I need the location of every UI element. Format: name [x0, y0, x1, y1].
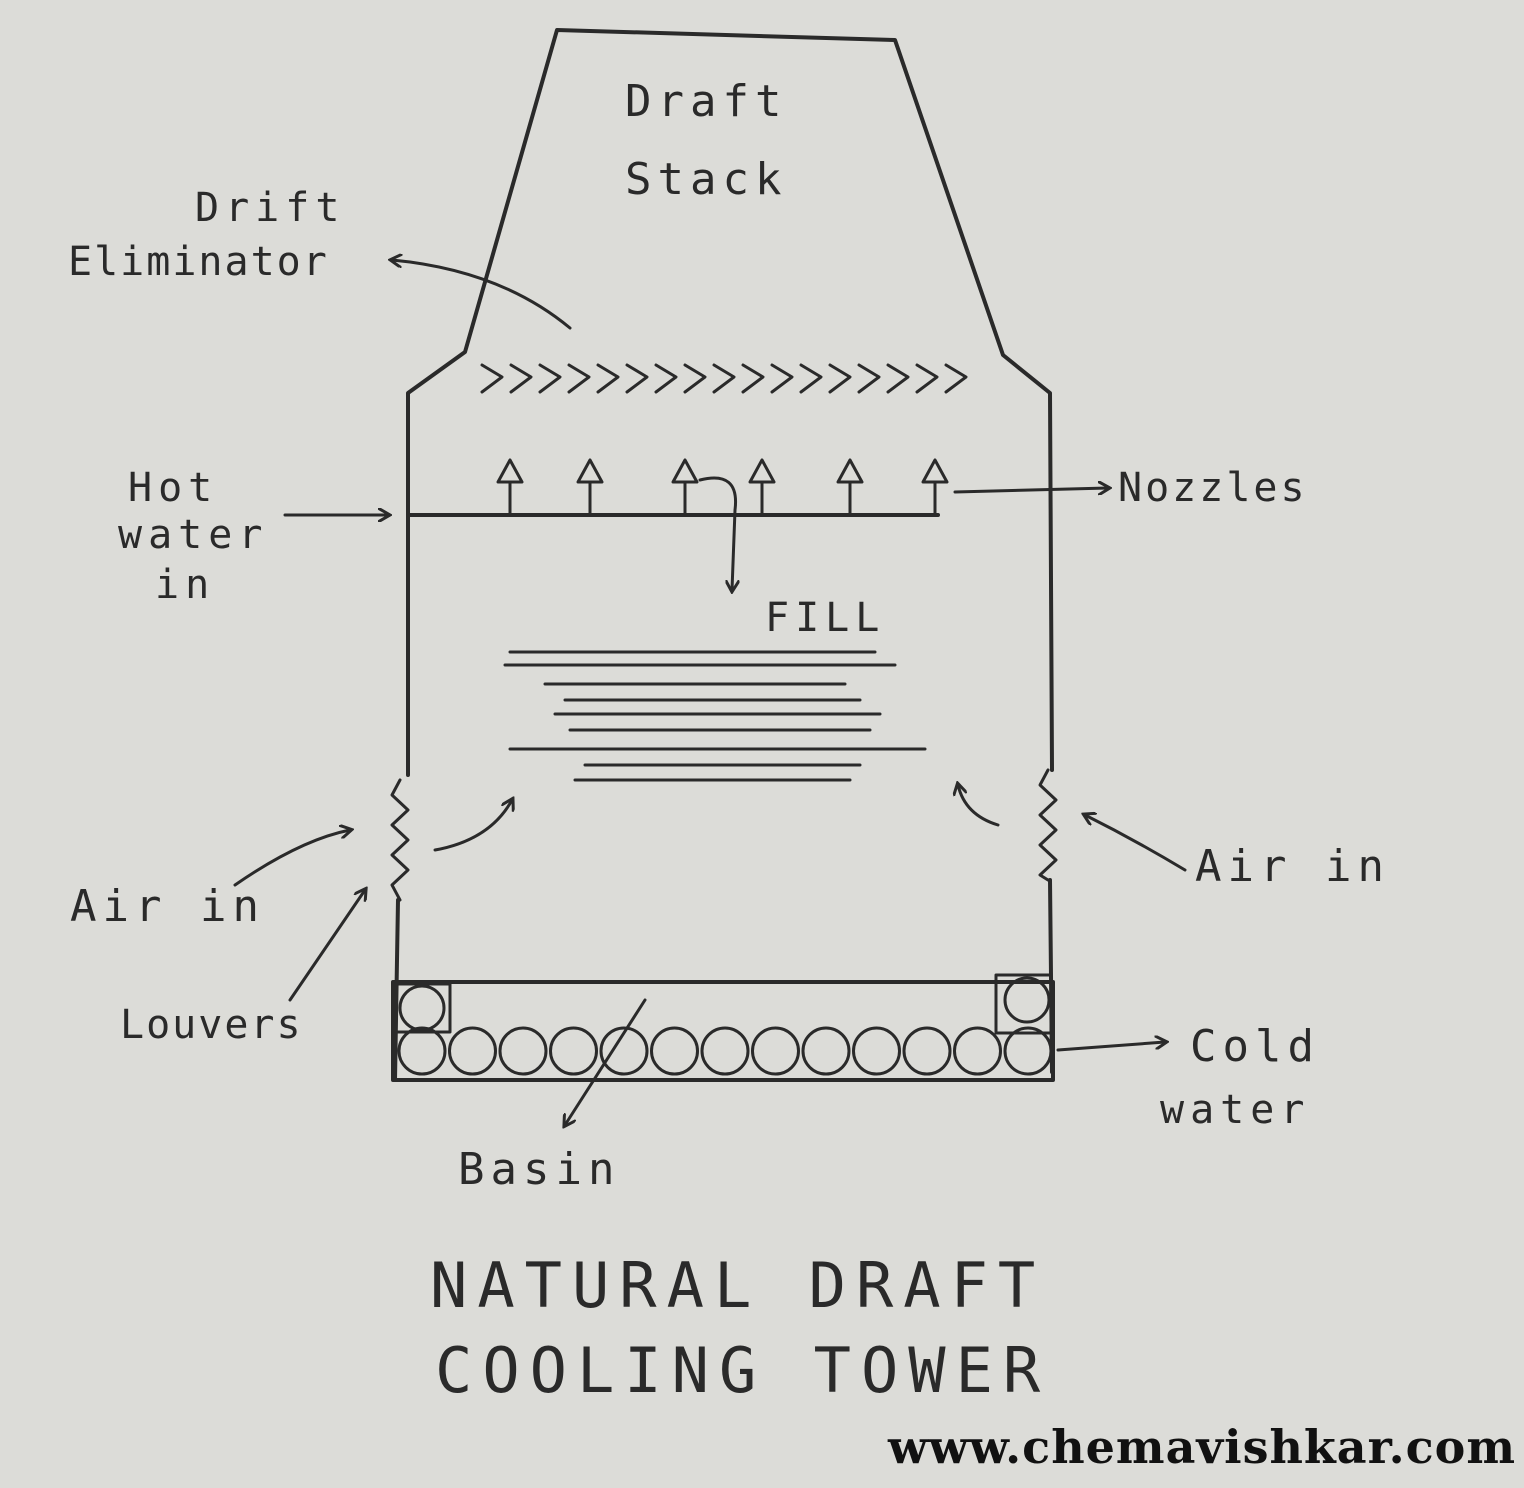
air-flow-arrow-left — [433, 800, 512, 852]
drift-eliminator-chevron — [857, 363, 881, 394]
drift-eliminator-chevron — [509, 363, 533, 394]
label-eliminator: Eliminator — [68, 239, 329, 285]
louvers-left — [390, 778, 410, 902]
site-watermark: www.chemavishkar.com — [888, 1420, 1516, 1474]
label-louvers: Louvers — [120, 1002, 303, 1048]
basin-packing-circle — [398, 984, 446, 1032]
drift-eliminator-chevron — [915, 363, 939, 394]
diagram-title-line1: NATURAL DRAFT — [430, 1249, 1046, 1322]
nozzle-head — [836, 458, 864, 484]
drift-eliminator-chevron — [625, 363, 649, 394]
air-in-right-arrow — [1085, 815, 1187, 872]
basin-packing-circle — [700, 1026, 750, 1076]
drift-eliminator-chevron — [712, 363, 736, 394]
drift-eliminator-chevron — [770, 363, 794, 394]
drift-eliminator-chevron — [828, 363, 852, 394]
label-hot: Hot — [128, 465, 219, 511]
nozzle-head — [496, 458, 524, 484]
basin-packing-circle — [852, 1026, 901, 1076]
basin-corner-block — [994, 973, 1053, 1035]
nozzles-group — [496, 458, 949, 517]
louvers-right — [1038, 768, 1058, 882]
water-flow-arrow — [698, 476, 736, 590]
label-draft: Draft — [625, 76, 788, 127]
label-nozzles: Nozzles — [1118, 465, 1308, 511]
basin-packing-circle — [902, 1026, 952, 1076]
label-cold: Cold — [1190, 1021, 1320, 1072]
label-in: in — [155, 562, 216, 608]
label-stack: Stack — [625, 154, 788, 205]
basin-packing-circle — [801, 1026, 851, 1076]
drift-eliminator-chevron — [538, 363, 562, 394]
drift-eliminator-chevron — [741, 363, 765, 394]
label-cold-water: water — [1160, 1087, 1311, 1133]
label-basin: Basin — [458, 1144, 621, 1195]
basin-outline — [391, 980, 1055, 1082]
drift-eliminator-chevron — [654, 363, 678, 394]
basin-circles — [393, 973, 1053, 1076]
louvers-pointer — [288, 890, 365, 1002]
air-flow-arrow-right — [958, 785, 1000, 827]
drift-eliminator-chevron — [567, 363, 591, 394]
diagram-title-line2: COOLING TOWER — [435, 1334, 1051, 1407]
air-in-left-arrow — [233, 830, 350, 887]
basin-pointer — [565, 998, 647, 1125]
nozzles-pointer — [953, 488, 1108, 492]
basin-corner-block — [393, 982, 452, 1034]
drift-eliminator-chevron — [944, 363, 968, 394]
basin-packing-circle — [751, 1026, 800, 1076]
basin-packing-circle — [498, 1026, 548, 1076]
basin-packing-circle — [1003, 976, 1051, 1024]
basin-packing-circle — [397, 1026, 447, 1076]
drift-eliminator-chevron — [596, 363, 620, 394]
basin-packing-circle — [448, 1026, 497, 1076]
drift-eliminator-pointer — [392, 260, 572, 330]
basin-packing-circle — [650, 1026, 699, 1076]
label-drift: Drift — [195, 185, 346, 231]
basin-packing-circle — [549, 1026, 598, 1076]
basin-packing-circle — [1003, 1026, 1053, 1076]
basin-packing-circle — [599, 1026, 649, 1076]
fill-media — [503, 650, 927, 782]
label-water: water — [118, 512, 269, 558]
drift-eliminator-chevrons — [480, 363, 968, 394]
nozzle-head — [921, 458, 949, 484]
nozzle-head — [748, 458, 776, 484]
cold-water-out-arrow — [1056, 1042, 1165, 1052]
drift-eliminator-chevron — [683, 363, 707, 394]
nozzle-head — [671, 458, 699, 484]
drift-eliminator-chevron — [886, 363, 910, 394]
drift-eliminator-chevron — [799, 363, 823, 394]
nozzle-head — [576, 458, 604, 484]
label-air-in-right: Air in — [1195, 841, 1390, 892]
label-air-in-left: Air in — [70, 881, 265, 932]
label-fill: FILL — [765, 595, 886, 641]
drift-eliminator-chevron — [480, 363, 504, 394]
basin-packing-circle — [953, 1026, 1002, 1076]
